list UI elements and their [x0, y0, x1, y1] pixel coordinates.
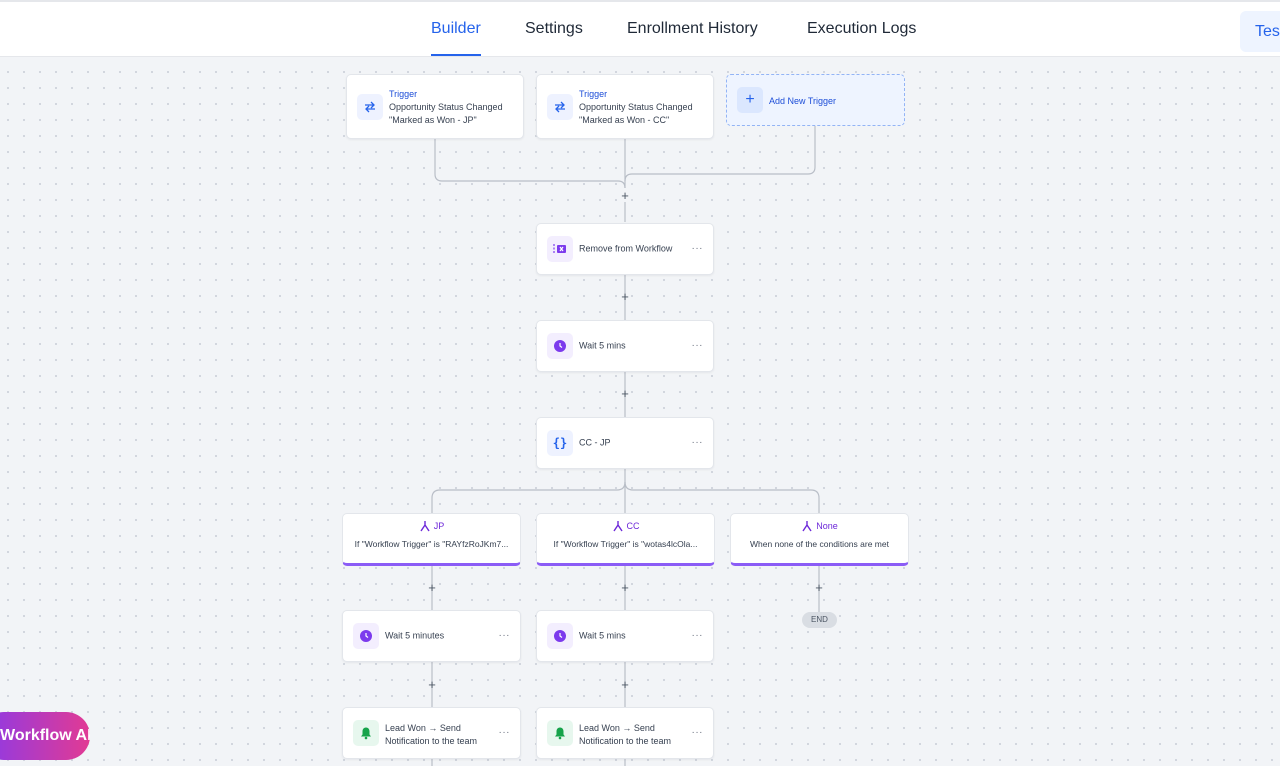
- branch-header: None: [731, 520, 908, 532]
- more-options-icon[interactable]: ···: [691, 242, 703, 254]
- swap-arrows-icon: [357, 93, 383, 120]
- add-step-plus[interactable]: +: [621, 386, 629, 401]
- more-options-icon[interactable]: ···: [691, 339, 703, 351]
- trigger-card-cc[interactable]: Trigger Opportunity Status Changed "Mark…: [536, 74, 714, 139]
- add-step-plus[interactable]: +: [621, 580, 629, 595]
- add-new-trigger-button[interactable]: + Add New Trigger: [726, 74, 905, 126]
- node-label: Wait 5 minutes: [385, 630, 445, 641]
- remove-from-workflow-node[interactable]: Remove from Workflow ···: [536, 223, 714, 275]
- trigger-description: Opportunity Status Changed "Marked as Wo…: [389, 102, 503, 125]
- branch-header: CC: [537, 520, 714, 532]
- add-step-plus[interactable]: +: [428, 677, 436, 692]
- wait-node-jp[interactable]: Wait 5 minutes ···: [342, 610, 521, 662]
- tab-execution-logs[interactable]: Execution Logs: [807, 20, 917, 37]
- branch-none[interactable]: None When none of the conditions are met: [730, 513, 909, 566]
- branch-name: None: [816, 521, 838, 531]
- bell-icon: [353, 720, 379, 746]
- code-braces-icon: {}: [547, 430, 573, 456]
- trigger-title: Trigger: [579, 89, 608, 99]
- node-label: Lead Won → Send Notification to the team: [579, 723, 672, 746]
- branch-condition: If "Workflow Trigger" is "RAYfzRoJKm7...: [354, 539, 509, 549]
- end-marker: END: [802, 612, 837, 628]
- wait-node-cc[interactable]: Wait 5 mins ···: [536, 610, 714, 662]
- node-label: CC - JP: [579, 437, 611, 448]
- clock-icon: [353, 623, 379, 649]
- more-options-icon[interactable]: ···: [498, 726, 510, 738]
- branch-split-icon: [420, 521, 430, 532]
- trigger-card-jp[interactable]: Trigger Opportunity Status Changed "Mark…: [346, 74, 524, 139]
- add-step-plus[interactable]: +: [428, 580, 436, 595]
- bell-icon: [547, 720, 573, 746]
- add-step-plus[interactable]: +: [815, 580, 823, 595]
- notification-node-jp[interactable]: Lead Won → Send Notification to the team…: [342, 707, 521, 759]
- workflow-ai-button[interactable]: Workflow AI: [0, 712, 90, 760]
- tab-builder[interactable]: Builder: [431, 20, 481, 56]
- clock-icon: [547, 333, 573, 359]
- branch-name: JP: [433, 521, 445, 531]
- branch-split-icon: [612, 521, 623, 532]
- tab-settings[interactable]: Settings: [525, 20, 583, 37]
- wait-node[interactable]: Wait 5 mins ···: [536, 320, 714, 372]
- trigger-description: Opportunity Status Changed "Marked as Wo…: [579, 102, 693, 125]
- add-step-plus[interactable]: +: [621, 677, 629, 692]
- branch-condition: If "Workflow Trigger" is "wotas4lcOla...: [553, 539, 698, 549]
- node-label: Remove from Workflow: [579, 243, 673, 254]
- branch-jp[interactable]: JP If "Workflow Trigger" is "RAYfzRoJKm7…: [342, 513, 521, 566]
- plus-icon: +: [737, 87, 763, 113]
- add-trigger-label: Add New Trigger: [769, 96, 837, 106]
- branch-header: JP: [343, 520, 520, 532]
- branch-cc[interactable]: CC If "Workflow Trigger" is "wotas4lcOla…: [536, 513, 715, 566]
- trigger-title: Trigger: [389, 89, 418, 99]
- custom-code-node[interactable]: {} CC - JP ···: [536, 417, 714, 469]
- node-label: Wait 5 mins: [579, 630, 626, 641]
- more-options-icon[interactable]: ···: [691, 629, 703, 641]
- node-label: Lead Won → Send Notification to the team: [385, 723, 478, 746]
- add-step-plus[interactable]: +: [621, 289, 629, 304]
- notification-node-cc[interactable]: Lead Won → Send Notification to the team…: [536, 707, 714, 759]
- top-nav-bar: Builder Settings Enrollment History Exec…: [0, 0, 1280, 57]
- branch-condition: When none of the conditions are met: [750, 539, 889, 549]
- branch-split-icon: [802, 521, 812, 532]
- branch-name: CC: [626, 521, 640, 531]
- clock-icon: [547, 623, 573, 649]
- remove-workflow-icon: [547, 236, 573, 262]
- add-step-plus[interactable]: +: [621, 188, 629, 203]
- more-options-icon[interactable]: ···: [691, 726, 703, 738]
- swap-arrows-icon: [547, 93, 573, 120]
- tab-enrollment-history[interactable]: Enrollment History: [627, 20, 758, 37]
- more-options-icon[interactable]: ···: [691, 436, 703, 448]
- more-options-icon[interactable]: ···: [498, 629, 510, 641]
- test-workflow-button[interactable]: Test: [1240, 11, 1280, 52]
- node-label: Wait 5 mins: [579, 340, 626, 351]
